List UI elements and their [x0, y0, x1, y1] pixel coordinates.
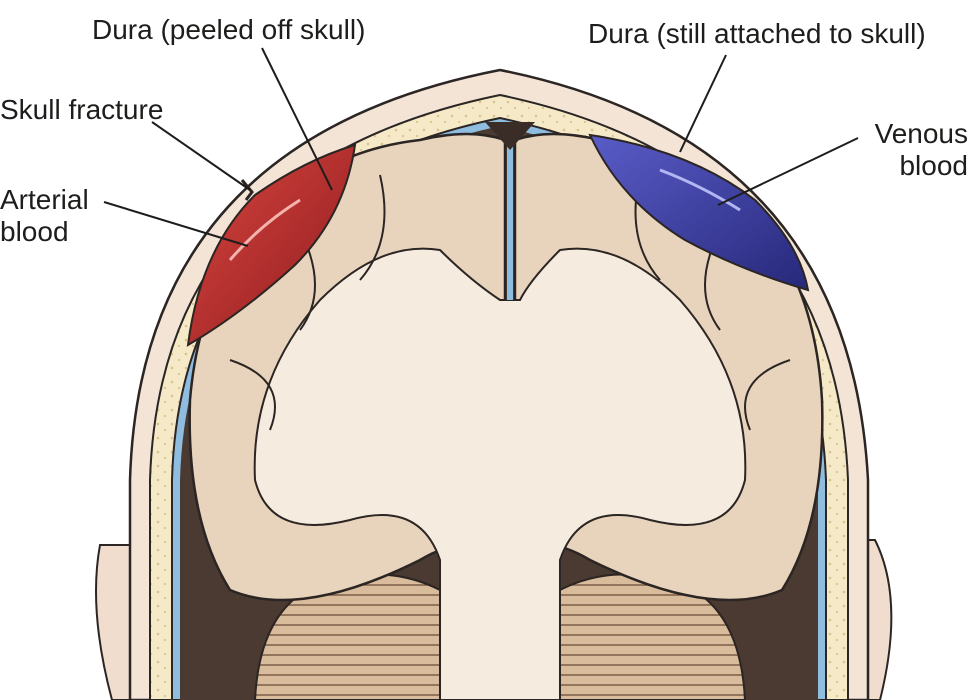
label-arterial-blood: Arterial blood — [0, 184, 89, 248]
label-dura-peeled: Dura (peeled off skull) — [92, 14, 366, 45]
sulcus — [229, 359, 276, 431]
label-skull-fracture: Skull fracture — [0, 94, 164, 125]
superior-sagittal-sinus — [485, 122, 535, 150]
longitudinal-fissure-edge — [504, 135, 516, 300]
label-venous-line1: Venous — [874, 118, 968, 149]
label-venous-blood: Venous blood — [846, 118, 968, 182]
leader-venous — [717, 137, 859, 206]
white-matter — [253, 247, 747, 700]
label-dura-attached: Dura (still attached to skull) — [588, 18, 926, 49]
skull-fracture-mark — [240, 179, 254, 201]
arterial-blood-hematoma — [186, 143, 357, 347]
leader-dura-attached — [679, 54, 727, 153]
label-venous-line2: blood — [899, 150, 968, 181]
leader-arterial — [103, 201, 249, 247]
venous-blood-hematoma — [588, 133, 810, 292]
leader-dura-peeled — [261, 47, 333, 191]
leader-skull-fracture — [151, 121, 251, 191]
sulcus — [744, 359, 791, 431]
label-arterial-line1: Arterial — [0, 184, 89, 215]
label-arterial-line2: blood — [0, 216, 69, 247]
sulcus — [359, 174, 386, 281]
